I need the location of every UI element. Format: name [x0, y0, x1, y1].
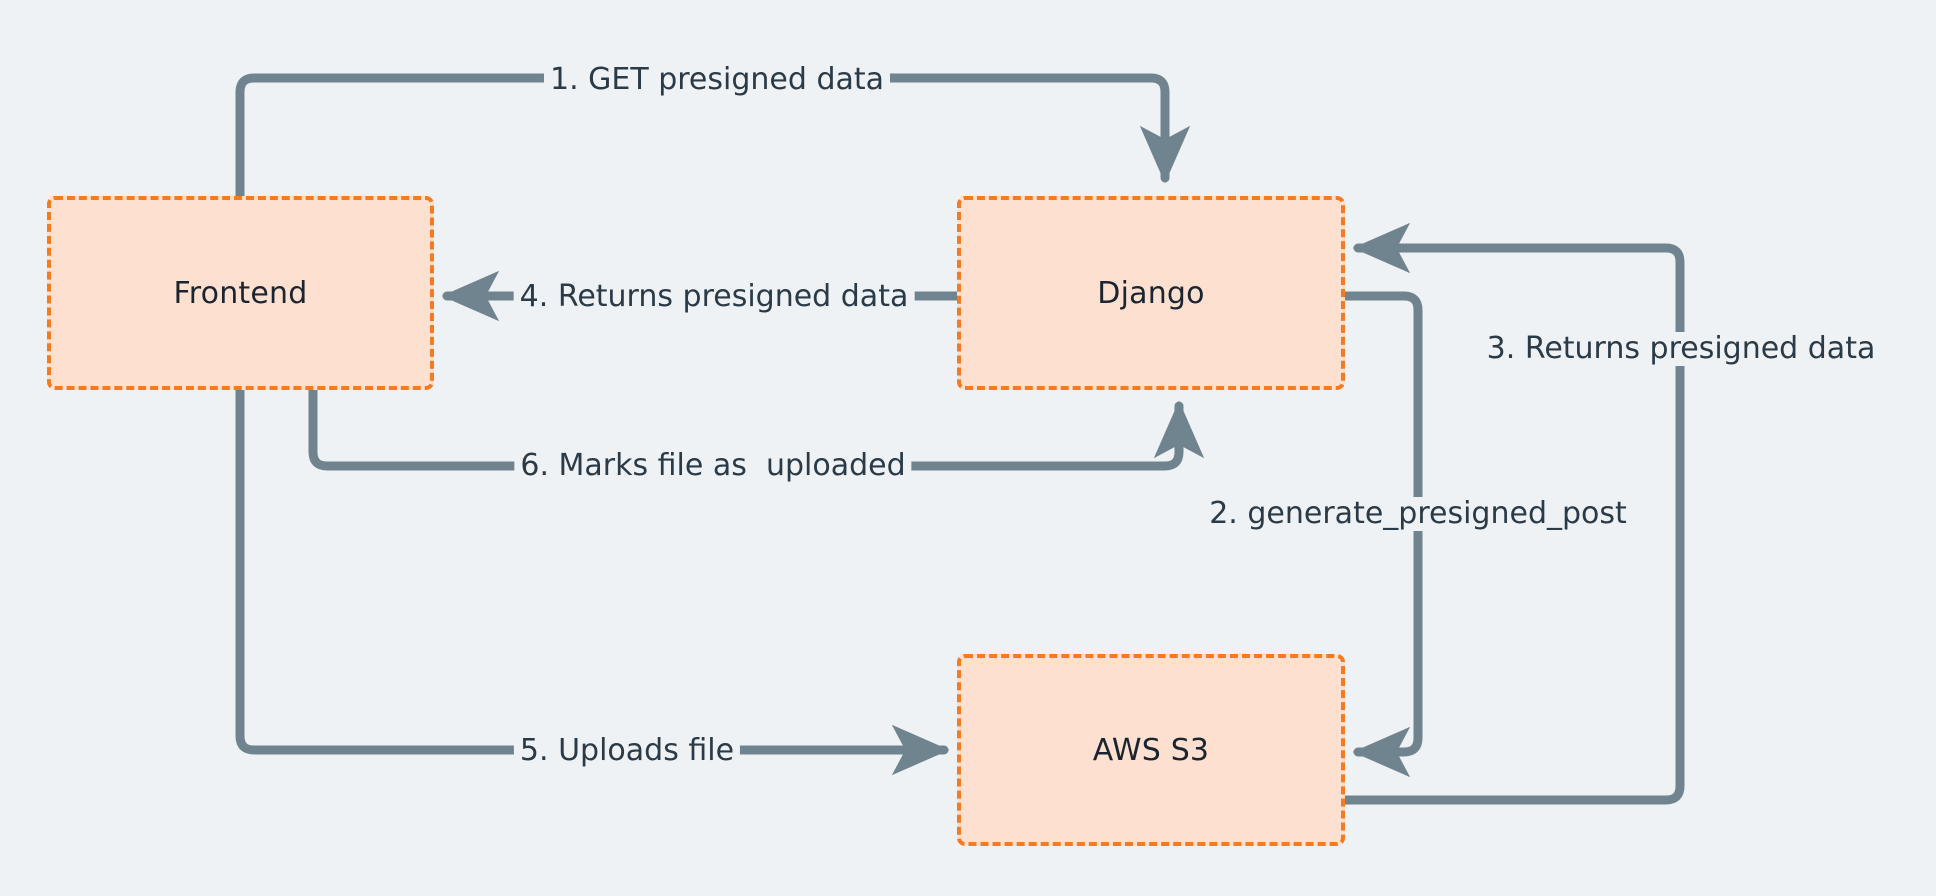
node-frontend[interactable]: Frontend — [47, 196, 434, 390]
node-aws-s3-label: AWS S3 — [1092, 732, 1210, 768]
edge-4-label: 4. Returns presigned data — [513, 280, 915, 314]
edge-5-path — [235, 385, 950, 776]
edge-6-label: 6. Marks file as uploaded — [514, 449, 912, 483]
edge-2-label: 2. generate_presigned_post — [1203, 497, 1633, 531]
edge-5-label: 5. Uploads file — [513, 734, 741, 768]
node-frontend-label: Frontend — [173, 275, 308, 311]
edge-3-path — [1340, 222, 1685, 805]
node-aws-s3[interactable]: AWS S3 — [957, 654, 1345, 846]
node-django-label: Django — [1097, 275, 1205, 311]
node-django[interactable]: Django — [957, 196, 1345, 390]
edge-1-label: 1. GET presigned data — [543, 63, 891, 97]
edge-3-label: 3. Returns presigned data — [1480, 332, 1882, 366]
